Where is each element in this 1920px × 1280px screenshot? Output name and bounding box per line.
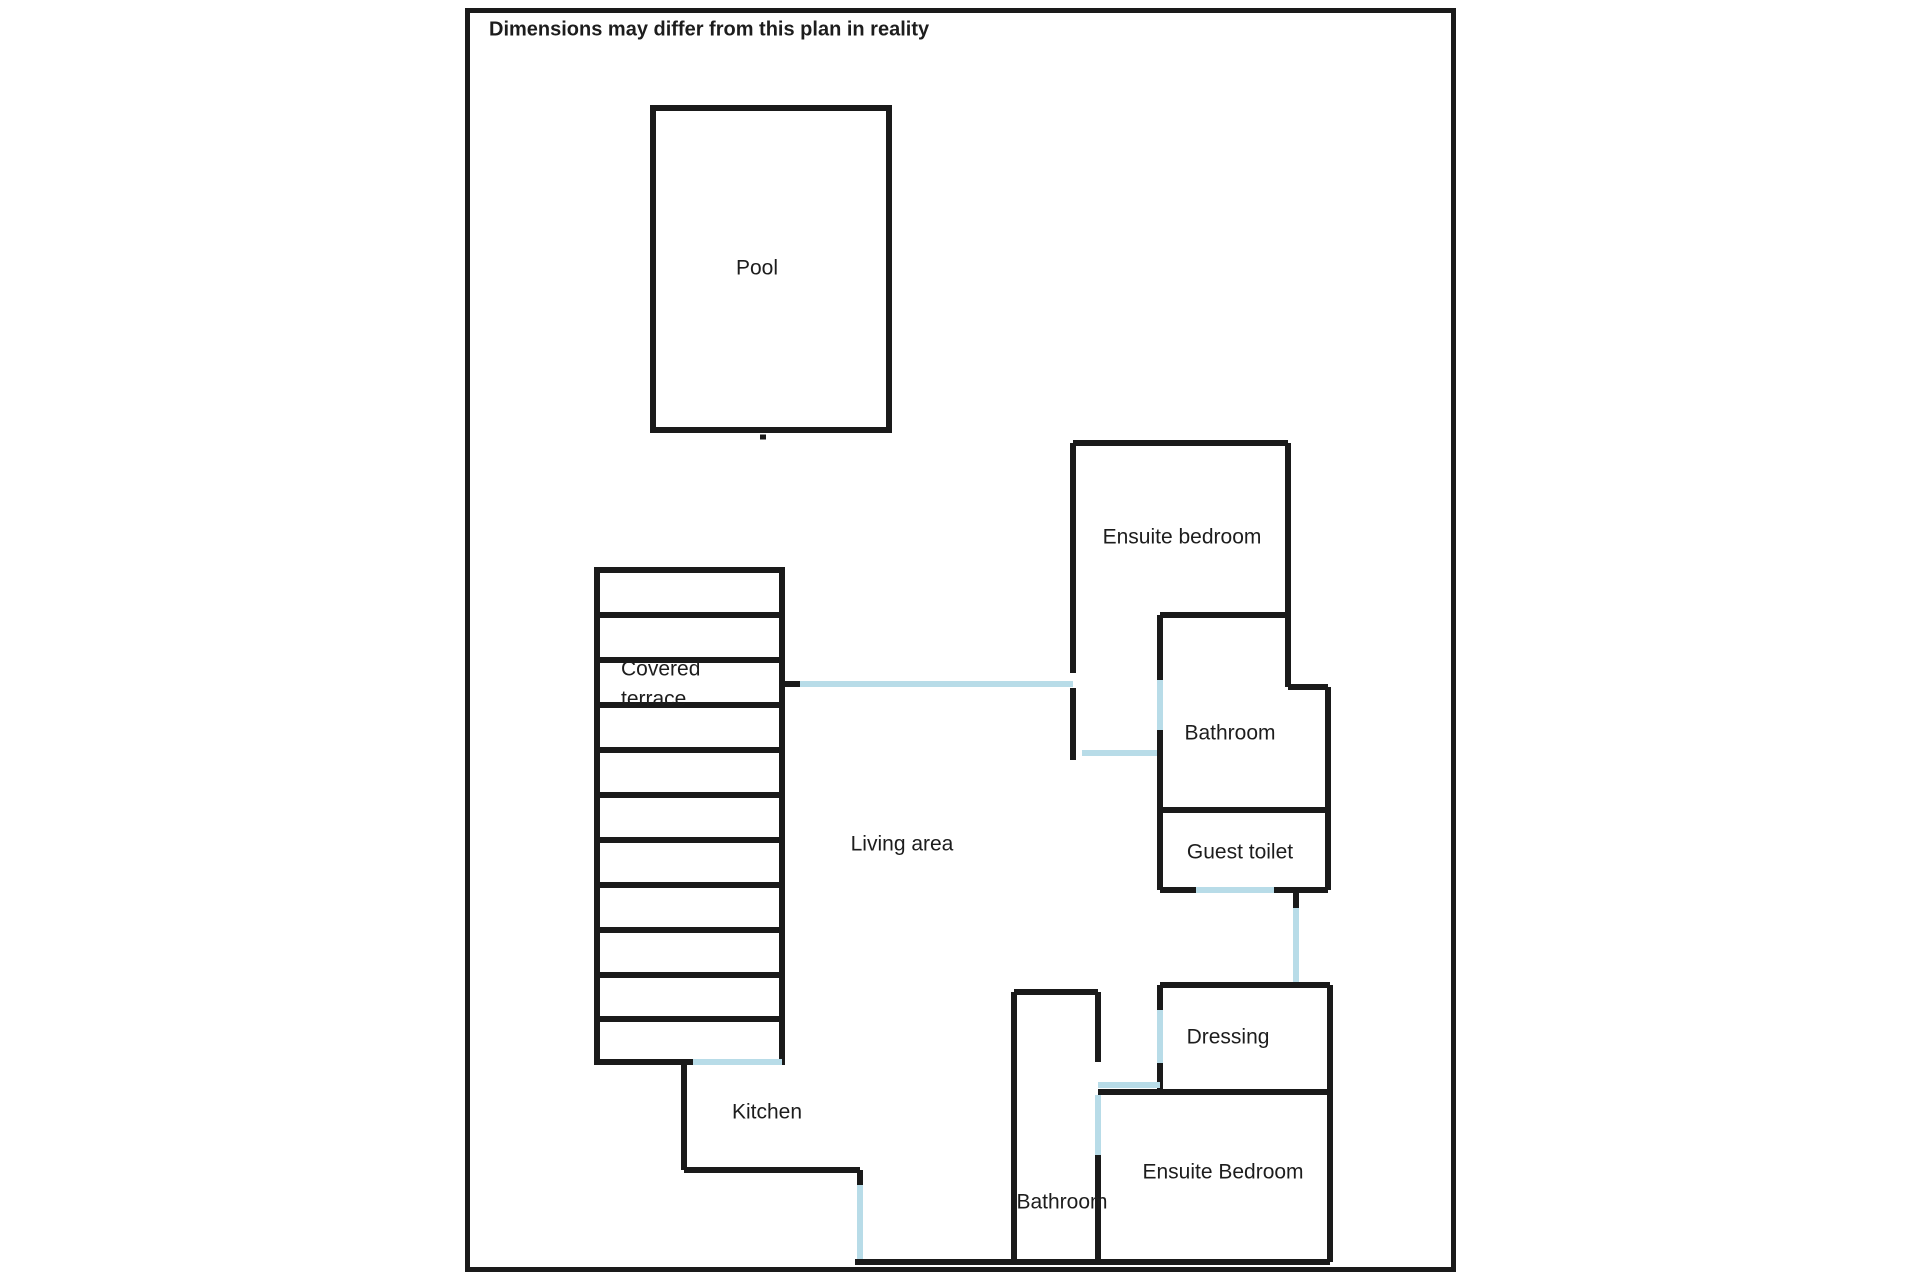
dressing-label: Dressing [1187,1026,1270,1049]
plan-disclaimer-note: Dimensions may differ from this plan in … [489,18,930,40]
ensuite-bedroom-upper-outline [1070,440,1291,760]
ensuite-bedroom-lower-outline [1095,1089,1333,1265]
covered-terrace-label-line2: terrace [621,688,686,711]
bathroom-upper-label: Bathroom [1184,722,1275,745]
bathroom-lower-outline [1011,989,1101,1265]
pool-outline [650,105,892,433]
pool-label: Pool [736,257,778,280]
guest-toilet-outline [1157,810,1331,893]
bathroom-upper-outline [1157,612,1331,813]
guest-toilet-label: Guest toilet [1187,841,1293,864]
kitchen-label: Kitchen [732,1101,802,1124]
covered-terrace-outline [594,567,785,1065]
ensuite-bedroom-lower-label: Ensuite Bedroom [1142,1161,1303,1184]
covered-terrace-label-line1: Covered [621,658,700,681]
kitchen-outline [681,1062,863,1185]
plan-outer-frame [465,8,1456,1272]
living-area-label: Living area [851,833,954,856]
bathroom-lower-label: Bathroom [1016,1191,1107,1214]
ensuite-bedroom-upper-label: Ensuite bedroom [1103,526,1262,549]
